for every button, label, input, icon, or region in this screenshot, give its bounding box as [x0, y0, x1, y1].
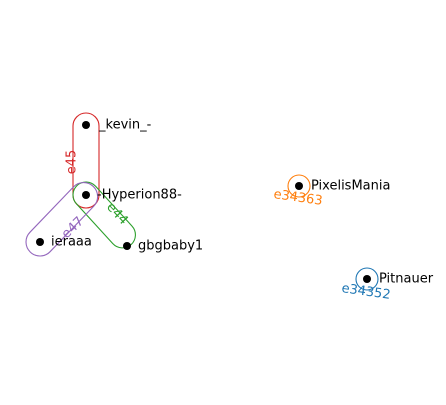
node-dot-pitnauer [363, 275, 371, 283]
node-label-kevin: _kevin_- [98, 118, 152, 133]
edge-hull-e34352 [355, 267, 379, 291]
node-dot-ieraaa [36, 238, 44, 246]
edge-hull-e47 [25, 181, 99, 257]
edge-label-e34363: e34363 [273, 187, 324, 209]
node-label-pitnauer: Pitnauer [379, 272, 434, 287]
edge-label-e44: e44 [103, 200, 131, 228]
node-label-gbgbaby: gbgbaby1 [138, 239, 203, 254]
node-label-ieraaa: ieraaa [51, 235, 92, 250]
node-dot-gbgbaby [123, 242, 131, 250]
node-dot-pixelis [295, 182, 303, 190]
edge-hull-e45 [72, 112, 100, 209]
node-dot-hyperion [82, 191, 90, 199]
node-label-pixelis: PixelisMania [311, 179, 390, 194]
node-label-hyperion: -Hyperion88- [97, 188, 182, 203]
edge-hull-e34363 [287, 174, 311, 198]
edge-label-e45: e45 [65, 150, 80, 175]
node-dot-kevin [82, 121, 90, 129]
edge-hull-e44 [72, 181, 136, 249]
edge-label-e34352: e34352 [341, 281, 392, 303]
